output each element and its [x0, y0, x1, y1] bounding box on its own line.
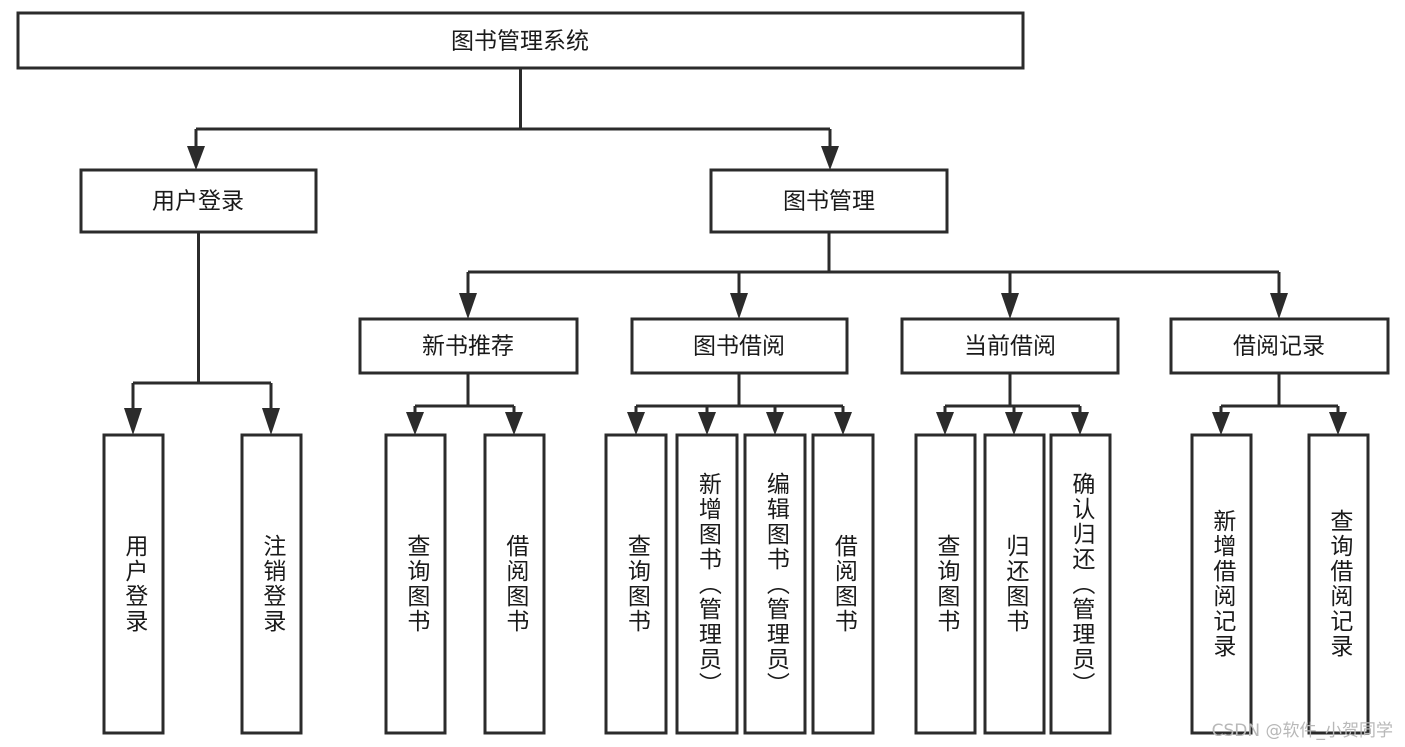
- arrow-head-icon: [1001, 293, 1019, 319]
- watermark-text: CSDN @软件_小贺同学: [1211, 721, 1393, 741]
- node-current-borrow[interactable]: 当前借阅: [900, 317, 1120, 375]
- node-book-borrow-label: 图书借阅: [693, 334, 785, 360]
- node-borrow-record-label: 借阅记录: [1233, 334, 1325, 360]
- node-current-borrow-label: 当前借阅: [964, 334, 1056, 360]
- node-book-borrow[interactable]: 图书借阅: [630, 317, 849, 375]
- node-leaf-confirm-return-admin[interactable]: [1049, 433, 1112, 735]
- arrow-head-icon: [1212, 412, 1230, 435]
- connector-bookborrow-to-leaves: [627, 373, 852, 435]
- node-user-login[interactable]: 用户登录: [79, 168, 318, 234]
- node-user-login-label: 用户登录: [152, 189, 244, 215]
- arrow-head-icon: [406, 412, 424, 435]
- node-leaf-logout[interactable]: [240, 433, 303, 735]
- node-leaf-edit-book-admin[interactable]: [743, 433, 807, 735]
- connector-borrowrecord-to-leaves: [1212, 373, 1347, 435]
- arrow-head-icon: [124, 408, 142, 435]
- node-leaf-add-book-admin[interactable]: [675, 433, 739, 735]
- node-leaf-query-book-current[interactable]: [914, 433, 977, 735]
- arrow-head-icon: [262, 408, 280, 435]
- node-leaf-return-book[interactable]: [983, 433, 1046, 735]
- arrow-head-icon: [627, 412, 645, 435]
- node-new-book-recommend-label: 新书推荐: [422, 334, 514, 360]
- arrow-head-icon: [1005, 412, 1023, 435]
- arrow-head-icon: [1329, 412, 1347, 435]
- node-new-book-recommend[interactable]: 新书推荐: [358, 317, 579, 375]
- arrow-head-icon: [821, 146, 839, 170]
- node-borrow-record[interactable]: 借阅记录: [1169, 317, 1390, 375]
- node-root[interactable]: 图书管理系统: [16, 11, 1025, 70]
- arrow-head-icon: [698, 412, 716, 435]
- arrow-head-icon: [505, 412, 523, 435]
- node-leaf-add-borrow-record[interactable]: [1190, 433, 1253, 735]
- arrow-head-icon: [834, 412, 852, 435]
- arrow-head-icon: [730, 293, 748, 319]
- node-leaf-borrow-book[interactable]: [811, 433, 875, 735]
- arrow-head-icon: [1071, 412, 1089, 435]
- arrow-head-icon: [936, 412, 954, 435]
- arrow-head-icon: [1270, 293, 1288, 319]
- node-leaf-query-borrow-record[interactable]: [1307, 433, 1370, 735]
- node-leaf-borrow-book-recommend[interactable]: [483, 433, 546, 735]
- node-leaf-query-book-borrow[interactable]: [604, 433, 668, 735]
- arrow-head-icon: [766, 412, 784, 435]
- node-book-management-label: 图书管理: [783, 189, 875, 215]
- connector-currentborrow-to-leaves: [936, 373, 1089, 435]
- connector-userlogin-to-leaves: [124, 232, 280, 435]
- node-root-label: 图书管理系统: [451, 29, 589, 55]
- arrow-head-icon: [187, 146, 205, 170]
- node-book-management[interactable]: 图书管理: [709, 168, 949, 234]
- node-leaf-query-book-recommend[interactable]: [384, 433, 447, 735]
- connector-bookmgmt-to-level3: [459, 232, 1288, 319]
- arrow-head-icon: [459, 293, 477, 319]
- connector-newbook-to-leaves: [406, 373, 523, 435]
- node-leaf-user-login[interactable]: [102, 433, 165, 735]
- connector-root-to-level2: [187, 68, 839, 170]
